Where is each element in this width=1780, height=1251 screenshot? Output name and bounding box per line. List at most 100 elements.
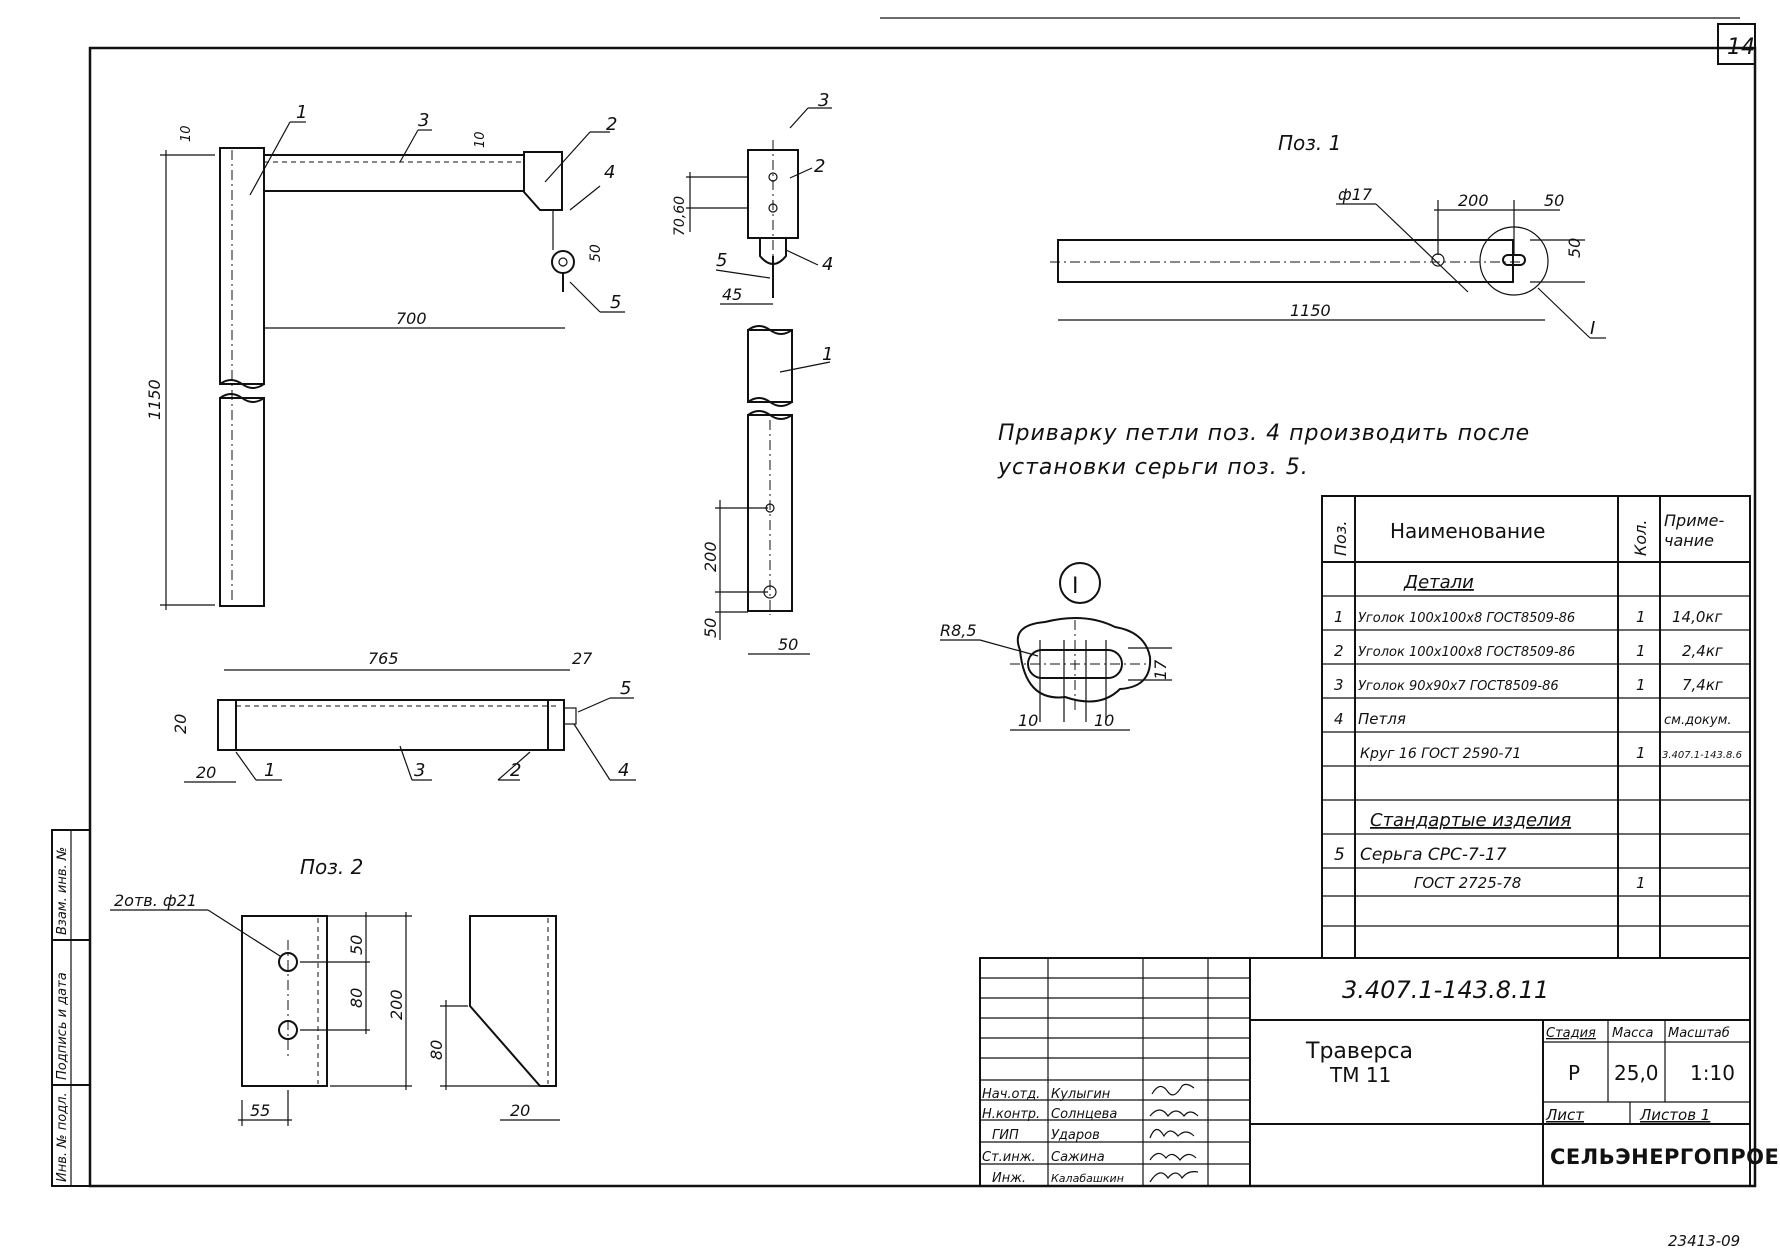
title-block: Нач.отд. Кулыгин Н.контр. Солнцева ГИП У… (979, 957, 1780, 1187)
callout-1-main: 1 (296, 102, 307, 123)
detail-I-mark: I (1072, 574, 1079, 599)
archive-number: 23413-09 (1668, 1232, 1740, 1250)
dim-200-pos2: 200 (387, 989, 406, 1020)
dim-55-pos2: 55 (250, 1101, 270, 1120)
sheets-label: Листов 1 (1639, 1106, 1710, 1124)
staff-name-1: Кулыгин (1051, 1087, 1111, 1102)
staff-role-4: Ст.инж. (982, 1150, 1036, 1165)
callout-5-main: 5 (610, 292, 621, 313)
spec-std-pos: 5 (1334, 845, 1345, 865)
mass-label: Масса (1612, 1026, 1653, 1041)
staff-role-1: Нач.отд. (982, 1087, 1040, 1102)
dim-10-detail-left: 10 (1018, 711, 1038, 730)
spec-row3-note: 7,4кг (1682, 676, 1723, 694)
spec-std-gost: ГОСТ 2725-78 (1414, 874, 1521, 892)
callout-1-angle: 1 (822, 344, 833, 365)
dim-1150-pos1: 1150 (1290, 301, 1331, 320)
stage-value: Р (1568, 1061, 1580, 1085)
callout-5-plan: 5 (620, 678, 631, 699)
staff-name-3: Ударов (1051, 1128, 1100, 1143)
spec-row4-name: Петля (1358, 710, 1406, 728)
spec-row2-pos: 2 (1334, 642, 1344, 660)
note-line-2: установки серьги поз. 5. (997, 455, 1309, 480)
assembly-side-view: 70,60 45 3 2 4 5 (672, 90, 833, 305)
dim-45: 45 (722, 285, 742, 304)
spec-header-pos: Поз. (1331, 521, 1350, 556)
dim-200-pos1: 200 (1458, 191, 1489, 210)
spec-row3-name: Уголок 90x90x7 ГОСТ8509-86 (1358, 679, 1559, 694)
dim-80-pos2-side: 80 (427, 1040, 446, 1060)
signatures (1149, 1083, 1199, 1183)
dim-10-left: 10 (179, 125, 194, 142)
dim-200-angle: 200 (701, 541, 720, 572)
company-name: СЕЛЬЭНЕРГОПРОЕКТ (1550, 1145, 1780, 1169)
sheet-number: 14 (1727, 35, 1755, 60)
pos2-title: Поз. 2 (300, 855, 363, 879)
spec-row4-note: см.докум. (1664, 713, 1732, 728)
angle-detail-view: 200 50 50 1 (701, 325, 833, 655)
spec-row2-note: 2,4кг (1682, 642, 1723, 660)
pos1-view: Поз. 1 200 50 50 1150 ф17 I (1050, 131, 1606, 339)
dim-50-angle-v: 50 (701, 618, 720, 638)
dim-10-right: 10 (473, 131, 488, 148)
staff-name-5: Калабашкин (1051, 1172, 1124, 1185)
spec-row2-qty: 1 (1636, 642, 1646, 660)
sheet-label: Лист (1545, 1106, 1585, 1124)
callout-3-side: 3 (818, 90, 829, 111)
dim-765: 765 (368, 649, 399, 668)
dim-27: 27 (572, 649, 593, 668)
spec-row3-pos: 3 (1334, 676, 1344, 694)
dim-50-pos2: 50 (347, 935, 366, 955)
pos2-view: Поз. 2 50 80 200 55 2отв. ф21 80 20 (110, 855, 560, 1126)
side-inv: Инв. № подл. (55, 1092, 70, 1182)
sheet-frame (88, 46, 1757, 1188)
spec-row3-qty: 1 (1636, 676, 1646, 694)
spec-std-qty: 1 (1636, 874, 1646, 892)
dim-20-plan-h: 20 (196, 763, 216, 782)
assembly-plan-view: 765 27 20 20 1 3 2 4 5 (171, 649, 636, 783)
callout-4-main: 4 (604, 162, 615, 183)
staff-name-4: Сажина (1051, 1150, 1105, 1165)
spec-header-note-1: Приме- (1664, 511, 1725, 530)
spec-row1-name: Уголок 100x100x8 ГОСТ8509-86 (1358, 611, 1575, 626)
staff-name-2: Солнцева (1051, 1107, 1117, 1122)
stage-label: Стадия (1546, 1026, 1596, 1041)
callout-3-main: 3 (418, 110, 429, 131)
spec-table: Поз. Наименование Кол. Приме- чание Дета… (1321, 495, 1751, 959)
dim-80-pos2: 80 (347, 988, 366, 1008)
title-line-1: Траверса (1305, 1039, 1413, 1064)
dim-50-angle-h: 50 (778, 635, 798, 654)
spec-row5-qty: 1 (1636, 744, 1646, 762)
detail-mark-pos1: I (1590, 318, 1595, 339)
sheet-number-box (1717, 23, 1756, 65)
spec-row4-pos: 4 (1334, 710, 1344, 728)
dim-10-detail-right: 10 (1094, 711, 1114, 730)
dim-1150-main: 1150 (145, 379, 164, 420)
spec-section-standard: Стандартые изделия (1370, 810, 1571, 831)
callout-2-side: 2 (814, 156, 825, 177)
side-stamp: Взам. инв. № Подпись и дата Инв. № подл. (51, 829, 91, 1187)
note-line-1: Приварку петли поз. 4 производить после (998, 421, 1530, 446)
scale-label: Масштаб (1668, 1026, 1730, 1041)
scale-value: 1:10 (1690, 1061, 1735, 1085)
hole2-label: 2отв. ф21 (114, 891, 197, 910)
spec-section-details: Детали (1403, 572, 1474, 593)
mass-value: 25,0 (1614, 1061, 1659, 1085)
dim-20-plan-v: 20 (171, 714, 190, 734)
staff-role-5: Инж. (992, 1171, 1026, 1186)
callout-5-side: 5 (716, 250, 727, 271)
spec-header-note-2: чание (1664, 531, 1714, 550)
spec-header-qty: Кол. (1631, 520, 1650, 556)
callout-3-plan: 3 (414, 760, 425, 781)
spec-row1-note: 14,0кг (1672, 608, 1722, 626)
callout-4-plan: 4 (618, 760, 629, 781)
spec-row1-pos: 1 (1334, 608, 1344, 626)
dim-50-earring: 50 (588, 244, 604, 262)
dim-50-pos1-h: 50 (1544, 191, 1564, 210)
dim-50-pos1-v: 50 (1565, 238, 1584, 258)
callout-2-plan: 2 (510, 760, 521, 781)
callout-4-side: 4 (822, 254, 833, 275)
side-vzam: Взам. инв. № (55, 847, 70, 935)
callout-1-plan: 1 (264, 760, 275, 781)
